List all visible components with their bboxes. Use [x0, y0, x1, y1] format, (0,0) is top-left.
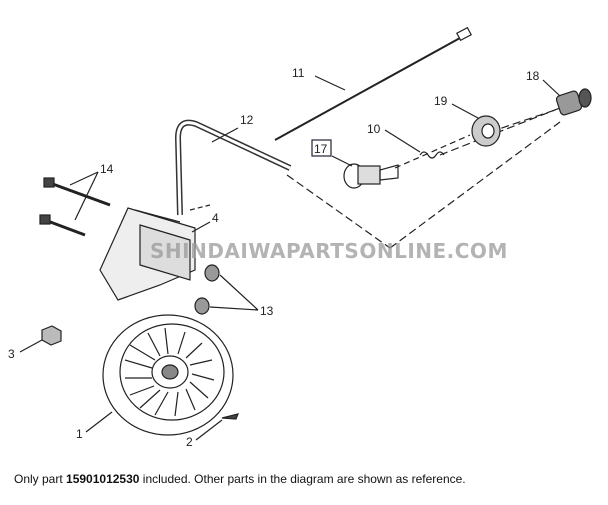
- part-17-plug: [343, 163, 399, 189]
- label-13: 13: [260, 304, 274, 318]
- label-14: 14: [100, 162, 114, 176]
- part-14-bolts: [39, 177, 111, 237]
- part-10-spring: [419, 151, 445, 159]
- label-11: 11: [292, 66, 305, 80]
- label-10: 10: [367, 122, 381, 136]
- part-19-grommet: [471, 115, 501, 147]
- caption-suffix: included. Other parts in the diagram are…: [142, 472, 466, 486]
- watermark: SHINDAIWAPARTSONLINE.COM: [150, 239, 508, 263]
- label-19: 19: [434, 94, 448, 108]
- label-2: 2: [186, 435, 193, 449]
- parts-diagram: 11 12 10 17 18 19 14 4 13 3 1 2 SHINDAIW…: [8, 26, 592, 449]
- part-3-nut: [41, 325, 62, 346]
- caption: Only part 15901012530 included. Other pa…: [14, 472, 466, 486]
- part-2-key: [221, 413, 239, 420]
- part-13-spacer: [204, 264, 220, 282]
- label-12: 12: [240, 113, 254, 127]
- part-18-fitting: [555, 88, 592, 116]
- part-12-tube: [174, 119, 292, 216]
- part-11-rod: [274, 37, 461, 141]
- label-1: 1: [76, 427, 83, 441]
- label-18: 18: [526, 69, 540, 83]
- part-13-spacer: [194, 297, 210, 315]
- caption-prefix: Only part: [14, 472, 63, 486]
- part-1-flywheel: [102, 314, 234, 436]
- part-number: 15901012530: [66, 472, 140, 486]
- label-3: 3: [8, 347, 15, 361]
- label-17: 17: [314, 142, 328, 156]
- label-4: 4: [212, 211, 219, 225]
- part-4-coil: [99, 207, 196, 301]
- highlight-box-17: [311, 139, 332, 157]
